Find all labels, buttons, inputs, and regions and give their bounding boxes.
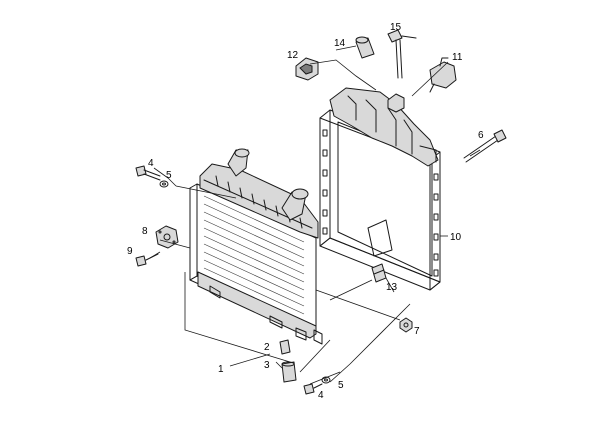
callout-1: 1 <box>218 364 224 375</box>
callout-15: 15 <box>390 22 402 33</box>
callout-2: 2 <box>264 342 270 353</box>
callout-8: 8 <box>142 226 148 237</box>
bolt-upper-left <box>135 165 161 181</box>
valve-sensor <box>429 57 457 93</box>
drain-fitting <box>279 339 291 355</box>
callout-4-upper: 4 <box>148 158 154 169</box>
callout-12: 12 <box>287 50 299 61</box>
long-bolt <box>463 129 507 163</box>
callout-6: 6 <box>478 130 484 141</box>
filler-cap <box>295 57 319 81</box>
drain-valve <box>371 263 387 283</box>
callout-5-upper: 5 <box>166 170 172 181</box>
callout-5-lower: 5 <box>338 380 344 391</box>
callout-14: 14 <box>334 38 346 49</box>
callout-7: 7 <box>414 326 420 337</box>
washer-upper-left <box>159 180 169 188</box>
callouts: 1 2 3 4 4 5 5 6 7 8 9 10 11 12 13 14 15 <box>127 22 484 401</box>
callout-3: 3 <box>264 360 270 371</box>
callout-10: 10 <box>450 232 462 243</box>
level-sensor <box>387 29 417 79</box>
expansion-tank <box>329 87 439 167</box>
callout-4-lower: 4 <box>318 390 324 401</box>
flange <box>155 225 179 249</box>
callout-13: 13 <box>386 282 398 293</box>
bolt-lower <box>303 383 323 395</box>
callout-9: 9 <box>127 246 133 257</box>
nut <box>399 317 413 333</box>
leader-lines <box>149 45 481 385</box>
screw <box>135 253 159 267</box>
callout-11: 11 <box>452 52 463 63</box>
drain-sleeve <box>281 361 297 383</box>
washer-lower <box>321 376 331 384</box>
cap-sleeve <box>355 36 375 59</box>
radiator-core <box>189 148 323 345</box>
